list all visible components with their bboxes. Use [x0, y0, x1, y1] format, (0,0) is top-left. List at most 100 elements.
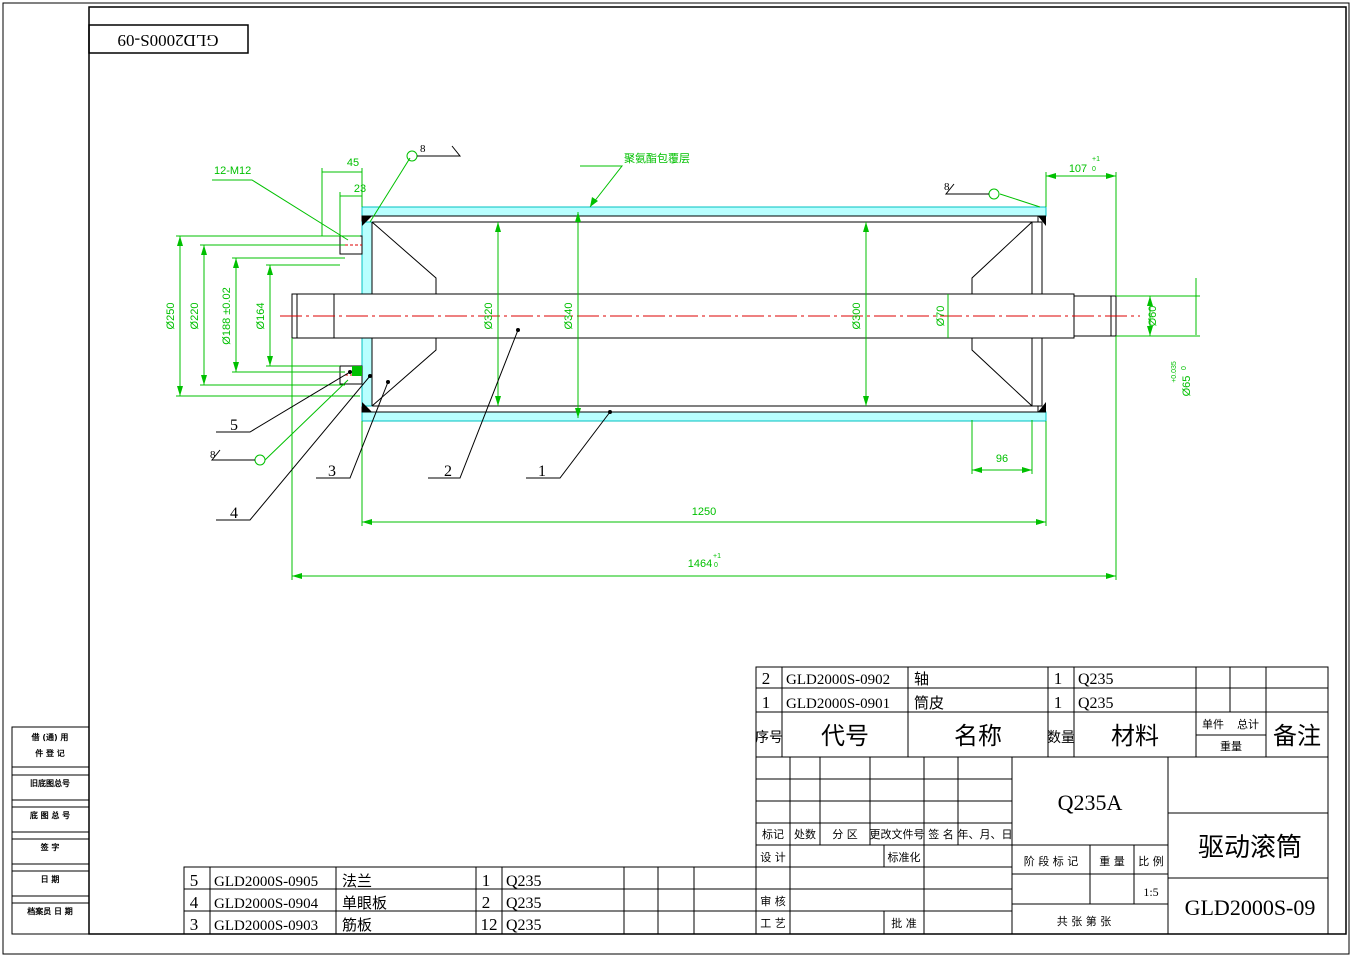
dim-phi220: Ø220: [189, 303, 201, 330]
svg-text:8: 8: [944, 181, 950, 193]
svg-text:年、月、日: 年、月、日: [958, 827, 1013, 841]
bom-lower-no-1: 4: [190, 893, 199, 912]
hub-right: [971, 221, 1033, 407]
dim-1464: 1464: [688, 558, 712, 570]
dim-107-tol2: 0: [1092, 166, 1096, 173]
review-label: 审 核: [760, 894, 786, 908]
inner-frame: [88, 6, 1347, 935]
weight-header: 重 量: [1099, 854, 1125, 868]
dim-1464-tol-up: +1: [713, 553, 721, 560]
bom-upper-qty-1: 1: [1054, 693, 1063, 712]
drawing-number-top: GLD2000S-09: [117, 31, 218, 50]
bom-lower-name-2: 筋板: [342, 916, 372, 934]
material-value: Q235A: [1058, 790, 1123, 815]
bom-lower-qty-0: 1: [482, 871, 491, 890]
strip-label-borrow-2: 件 登 记: [35, 748, 65, 758]
bom-upper-code-0: GLD2000S-0902: [786, 672, 890, 688]
bom-lower-name-0: 法兰: [342, 872, 372, 890]
dim-phi65-tol-up: +0.035: [1171, 361, 1178, 383]
bom-upper-qty-0: 1: [1054, 669, 1063, 688]
weld-symbol-top-right: 8: [944, 181, 1000, 200]
svg-text:8: 8: [420, 143, 426, 155]
balloon-4: 4: [230, 505, 238, 522]
dim-phi70: Ø70: [935, 306, 947, 327]
scale-header: 比 例: [1138, 854, 1164, 868]
shell-part-1: [361, 206, 1047, 422]
dim-phi250: Ø250: [165, 303, 177, 330]
strip-label-old: 旧底图总号: [30, 778, 70, 788]
dim-phi164: Ø164: [255, 303, 267, 330]
scale-value: 1:5: [1143, 885, 1158, 899]
svg-text:处数: 处数: [794, 828, 816, 841]
bom-header-code: 代号: [821, 722, 869, 750]
bom-lower-no-0: 5: [190, 871, 199, 890]
stage-header: 阶 段 标 记: [1024, 854, 1079, 868]
revision-headers: 标记 处数 分 区 更改文件号 签 名 年、月、日: [762, 827, 1013, 841]
svg-text:更改文件号: 更改文件号: [870, 827, 925, 841]
bom-header-no: 序号: [755, 730, 783, 746]
bom-header-qty: 数量: [1047, 730, 1075, 746]
drawing-number: GLD2000S-09: [1185, 895, 1316, 920]
bom-upper-name-0: 轴: [914, 670, 929, 688]
balloon-5: 5: [230, 417, 238, 434]
strip-label-date: 日 期: [41, 874, 60, 884]
dim-phi340: Ø340: [563, 303, 575, 330]
part-leaders: [216, 329, 611, 521]
bom-header-total: 总计: [1237, 717, 1259, 731]
dimension-arrows: [177, 173, 1153, 579]
bom-upper-mat-1: Q235: [1078, 695, 1114, 712]
bom-lower-qty-2: 12: [481, 915, 498, 934]
bom-header-remark: 备注: [1273, 722, 1321, 750]
dim-107-tol: +1: [1092, 156, 1100, 163]
dim-23: 23: [354, 183, 366, 195]
dim-phi300: Ø300: [851, 303, 863, 330]
dim-45: 45: [347, 157, 359, 169]
dim-phi60: Ø60: [1147, 306, 1159, 327]
bom-lower-qty-1: 2: [482, 893, 491, 912]
design-label: 设 计: [760, 851, 786, 864]
bom-upper-no-0: 2: [762, 669, 771, 688]
strip-label-borrow-1: 借 (通) 用: [31, 732, 69, 742]
flange-part-5: [339, 235, 363, 385]
bom-lower-mat-1: Q235: [506, 895, 542, 912]
balloon-1: 1: [538, 463, 546, 480]
strip-label-archivist: 档案员 日 期: [27, 906, 73, 916]
bom-header-material: 材料: [1111, 722, 1159, 750]
hub-left: [371, 221, 437, 407]
bom-lower-code-2: GLD2000S-0903: [214, 918, 318, 934]
dim-phi320: Ø320: [483, 303, 495, 330]
dimension-lines: [176, 157, 1200, 580]
process-label: 工 艺: [760, 917, 786, 930]
coating-label: 聚氨酯包覆层: [624, 152, 690, 165]
bom-upper-name-1: 筒皮: [914, 694, 944, 712]
drawing-title: 驱动滚筒: [1198, 833, 1302, 863]
weld-symbol-bottom: 8: [210, 379, 349, 466]
standard-label: 标准化: [888, 850, 921, 864]
svg-text:签 名: 签 名: [928, 827, 954, 841]
bom-lower-name-1: 单眼板: [342, 894, 387, 912]
bom-lower-rows: 5 GLD2000S-0905 法兰 1 Q235 4 GLD2000S-090…: [190, 871, 542, 934]
svg-text:标记: 标记: [762, 827, 784, 841]
dim-phi65: Ø65: [1181, 376, 1193, 397]
strip-label-base: 底 图 总 号: [29, 810, 70, 820]
svg-text:8: 8: [210, 449, 216, 461]
bom-lower-mat-0: Q235: [506, 873, 542, 890]
bom-header-name: 名称: [954, 722, 1002, 750]
title-block-grid: [755, 756, 1329, 935]
weld-symbol-top-left: 8: [406, 143, 462, 162]
drawing-number-box: GLD2000S-09: [88, 24, 249, 54]
dim-107: 107: [1069, 163, 1087, 175]
bom-header-weight: 重量: [1220, 739, 1242, 753]
bom-upper-code-1: GLD2000S-0901: [786, 696, 890, 712]
leader-dots: [348, 328, 612, 414]
dim-1464-tol-low: 0: [714, 562, 718, 569]
bom-lower-code-1: GLD2000S-0904: [214, 896, 319, 912]
dim-phi188: Ø188 ±0.02: [221, 287, 233, 344]
strip-label-sign: 签 字: [40, 842, 60, 852]
dim-1250: 1250: [692, 506, 716, 518]
bom-upper-no-1: 1: [762, 693, 771, 712]
dim-96: 96: [996, 453, 1008, 465]
balloon-3: 3: [328, 463, 336, 480]
